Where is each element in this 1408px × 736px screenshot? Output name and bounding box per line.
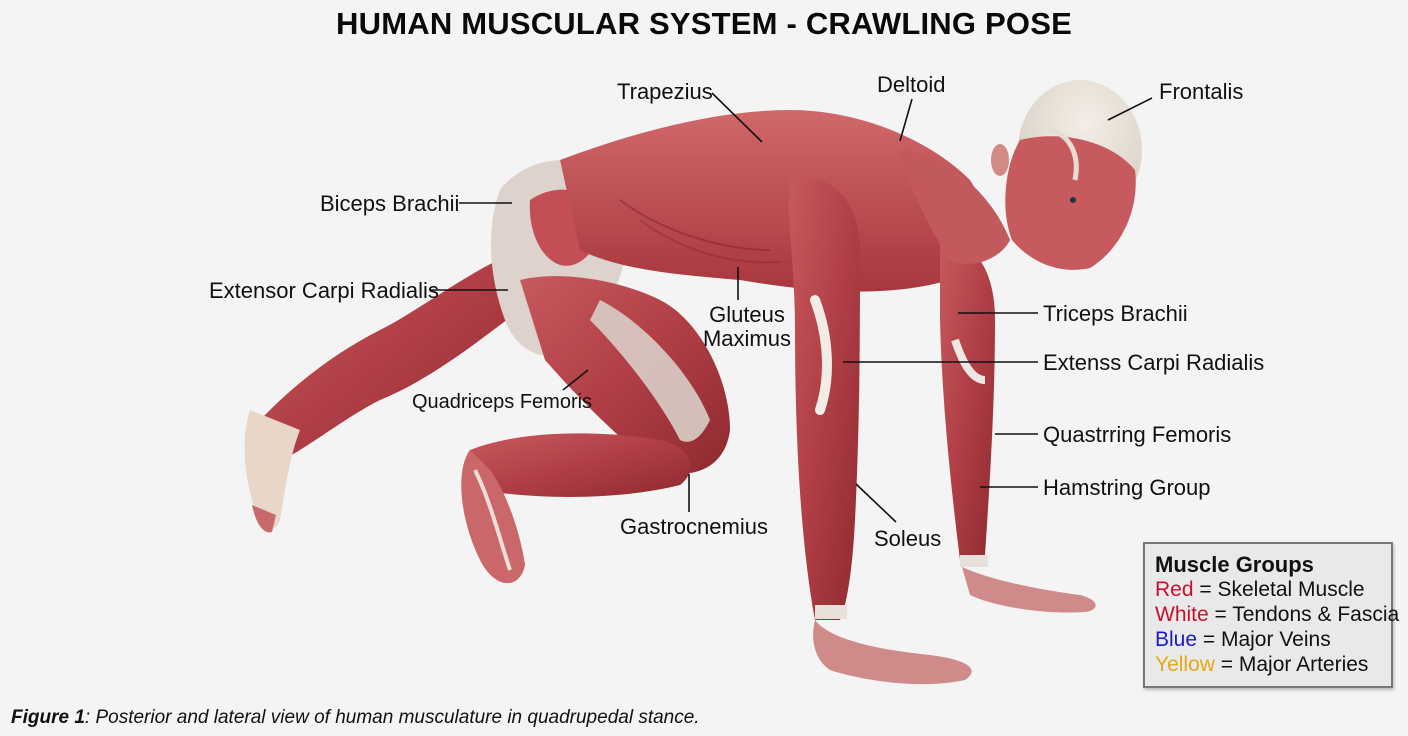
label-gluteus-line2: Maximus: [702, 326, 791, 351]
label-biceps-brachii: Biceps Brachii: [320, 191, 460, 216]
face-muscles: [1005, 136, 1136, 270]
label-gastrocnemius: Gastrocnemius: [620, 514, 768, 539]
legend-value-white: = Tendons & Fascia: [1214, 603, 1400, 626]
diagram-title: HUMAN MUSCULAR SYSTEM - CRAWLING POSE: [336, 6, 1072, 41]
torso: [560, 110, 982, 292]
front-hand: [813, 620, 972, 685]
eye: [1070, 197, 1076, 203]
far-arm: [940, 240, 995, 560]
label-gluteus-line1: Gluteus: [709, 302, 785, 327]
label-hamstring-group: Hamstring Group: [1043, 475, 1211, 500]
legend-key-red: Red: [1155, 578, 1194, 601]
legend-item-yellow: Yellow = Major Arteries: [1155, 652, 1381, 677]
label-extensor-carpi-radialis: Extensor Carpi Radialis: [209, 278, 439, 303]
back-leg-extended: [248, 250, 521, 470]
label-extenss-carpi-radialis: Extenss Carpi Radialis: [1043, 350, 1265, 375]
label-quastrring-femoris: Quastrring Femoris: [1043, 422, 1232, 447]
legend-value-yellow: = Major Arteries: [1220, 653, 1369, 676]
caption-text: : Posterior and lateral view of human mu…: [84, 707, 700, 728]
legend-item-blue: Blue = Major Veins: [1155, 627, 1381, 652]
lower-leg: [470, 433, 691, 497]
legend-value-blue: = Major Veins: [1202, 628, 1331, 651]
label-trapezius: Trapezius: [617, 79, 713, 104]
legend-box: Muscle Groups Red = Skeletal Muscle Whit…: [1143, 542, 1399, 688]
label-soleus: Soleus: [874, 526, 942, 551]
legend-title: Muscle Groups: [1155, 552, 1314, 577]
legend-item-red: Red = Skeletal Muscle: [1155, 577, 1381, 602]
legend-key-yellow: Yellow: [1155, 653, 1215, 676]
legend-item-white: White = Tendons & Fascia: [1155, 602, 1399, 627]
label-gluteus-maximus: Gluteus Maximus: [702, 304, 792, 350]
legend-value-red: = Skeletal Muscle: [1199, 578, 1365, 601]
label-quadriceps-femoris: Quadriceps Femoris: [412, 391, 593, 413]
far-hand: [962, 567, 1096, 613]
caption-prefix: Figure 1: [11, 707, 85, 728]
label-triceps-brachii: Triceps Brachii: [1043, 301, 1188, 326]
figure-caption: Figure 1: Posterior and lateral view of …: [11, 707, 700, 729]
neck: [900, 150, 1010, 264]
label-deltoid: Deltoid: [877, 72, 946, 97]
ear: [991, 144, 1009, 176]
legend-key-white: White: [1155, 603, 1209, 626]
legend-key-blue: Blue: [1155, 628, 1198, 651]
label-frontalis: Frontalis: [1159, 79, 1244, 104]
